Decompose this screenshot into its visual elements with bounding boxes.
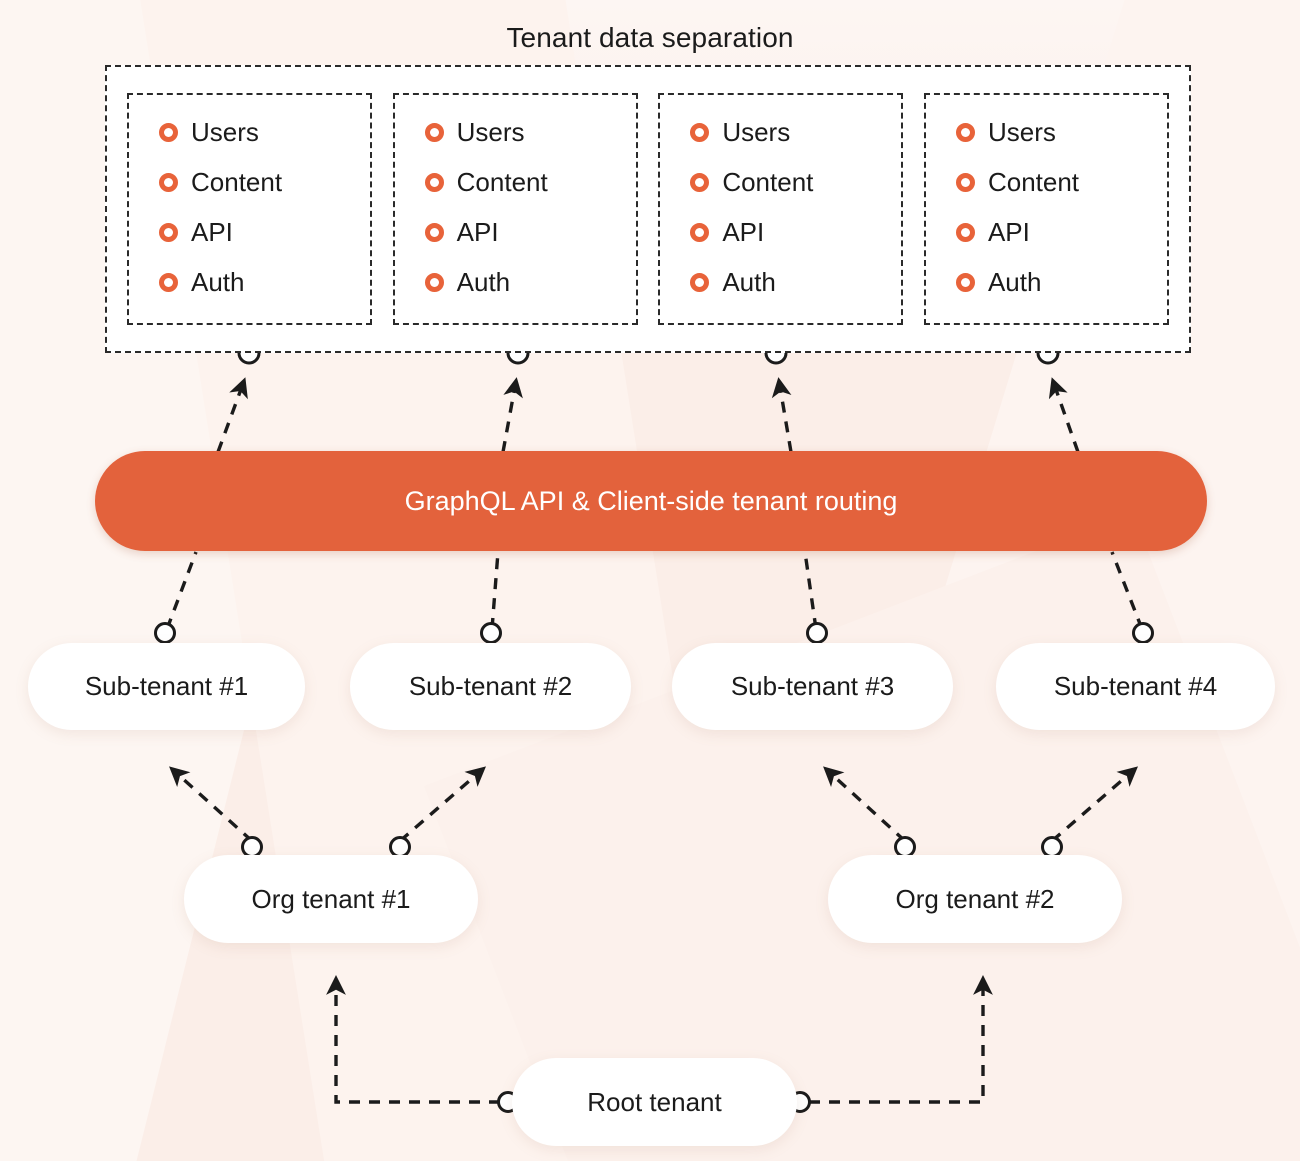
port-org-tenant-1-right	[389, 836, 411, 858]
tenant-panel-2: Users Content API Auth	[392, 93, 638, 325]
node-sub-tenant-2[interactable]: Sub-tenant #2	[350, 643, 631, 730]
edge-api-to-panel-2	[501, 377, 523, 453]
node-label: Org tenant #2	[895, 883, 1055, 914]
panel-item-label: Auth	[722, 267, 776, 297]
page-title: Tenant data separation	[506, 22, 794, 53]
node-label: Sub-tenant #2	[408, 671, 573, 701]
ring-bullet-icon	[955, 172, 975, 192]
edge-sub-4-to-api	[1110, 551, 1144, 630]
panel-item-users: Users	[159, 117, 370, 147]
ring-bullet-icon	[159, 222, 178, 242]
ring-bullet-icon	[690, 172, 710, 192]
panel-item-auth: Auth	[955, 267, 1167, 297]
edge-org-1-to-sub-1	[169, 766, 254, 843]
panel-item-auth: Auth	[424, 267, 636, 297]
panel-item-label: API	[191, 217, 233, 247]
panel-item-label: Users	[456, 117, 525, 147]
panel-item-content: Content	[424, 167, 636, 197]
panel-item-auth: Auth	[159, 267, 370, 297]
node-label: Sub-tenant #4	[1053, 671, 1218, 701]
panel-item-label: Users	[987, 117, 1056, 147]
panel-item-api: API	[955, 217, 1167, 247]
tenant-panel-3: Users Content API Auth	[658, 93, 904, 325]
node-sub-tenant-1[interactable]: Sub-tenant #1	[28, 643, 305, 730]
panel-item-label: API	[456, 217, 499, 247]
panel-item-users: Users	[690, 117, 901, 147]
ring-bullet-icon	[690, 122, 710, 142]
port-sub-tenant-2	[480, 622, 502, 644]
panel-item-label: Auth	[456, 267, 511, 297]
panel-item-content: Content	[690, 167, 901, 197]
panel-item-label: Users	[191, 117, 259, 147]
node-root-tenant[interactable]: Root tenant	[512, 1058, 797, 1146]
panel-item-label: Content	[987, 167, 1080, 197]
ring-bullet-icon	[159, 272, 178, 292]
panel-item-users: Users	[424, 117, 636, 147]
edge-sub-3-to-api	[803, 551, 818, 630]
ring-bullet-icon	[690, 222, 710, 242]
port-sub-tenant-4	[1132, 622, 1154, 644]
panel-item-auth: Auth	[690, 267, 901, 297]
edge-org-2-to-sub-4	[1050, 766, 1138, 843]
ring-bullet-icon	[424, 272, 444, 292]
port-org-tenant-1-left	[241, 836, 263, 858]
edge-root-to-org-2	[809, 975, 993, 1104]
panel-item-api: API	[424, 217, 636, 247]
ring-bullet-icon	[955, 122, 975, 142]
panel-item-label: Content	[456, 167, 548, 197]
ring-bullet-icon	[159, 172, 178, 192]
panel-item-label: API	[987, 217, 1030, 247]
panel-item-label: Auth	[987, 267, 1042, 297]
tenant-panel-1: Users Content API Auth	[127, 93, 372, 325]
panel-item-label: Content	[722, 167, 814, 197]
node-label: Org tenant #1	[251, 883, 411, 914]
ring-bullet-icon	[424, 172, 444, 192]
graphql-api-bar-label: GraphQL API & Client-side tenant routing	[404, 485, 898, 516]
panel-item-content: Content	[159, 167, 370, 197]
node-org-tenant-1[interactable]: Org tenant #1	[184, 855, 478, 943]
panel-item-label: Auth	[191, 267, 245, 297]
node-label: Sub-tenant #1	[84, 671, 249, 701]
tenant-panel-4: Users Content API Auth	[923, 93, 1169, 325]
port-org-tenant-2-left	[894, 836, 916, 858]
ring-bullet-icon	[159, 122, 178, 142]
panel-item-users: Users	[955, 117, 1167, 147]
panel-item-label: Users	[722, 117, 791, 147]
node-sub-tenant-3[interactable]: Sub-tenant #3	[672, 643, 953, 730]
node-org-tenant-2[interactable]: Org tenant #2	[828, 855, 1122, 943]
panel-item-api: API	[690, 217, 901, 247]
edge-org-1-to-sub-2	[398, 766, 486, 843]
node-label: Root tenant	[587, 1086, 722, 1117]
ring-bullet-icon	[955, 222, 975, 242]
edge-sub-1-to-api	[165, 551, 198, 630]
node-label: Sub-tenant #3	[730, 671, 895, 701]
edge-api-to-panel-4	[1048, 377, 1080, 453]
edge-root-to-org-1	[326, 975, 500, 1104]
node-sub-tenant-4[interactable]: Sub-tenant #4	[996, 643, 1275, 730]
panel-item-label: Content	[191, 167, 283, 197]
panel-item-content: Content	[955, 167, 1167, 197]
edge-sub-2-to-api	[490, 551, 500, 630]
port-sub-tenant-3	[806, 622, 828, 644]
ring-bullet-icon	[424, 122, 444, 142]
graphql-api-bar[interactable]: GraphQL API & Client-side tenant routing	[95, 451, 1207, 551]
edge-api-to-panel-3	[771, 377, 793, 453]
port-org-tenant-2-right	[1041, 836, 1063, 858]
edge-api-to-panel-1	[216, 377, 248, 453]
panel-item-label: API	[722, 217, 765, 247]
ring-bullet-icon	[424, 222, 444, 242]
edge-org-2-to-sub-3	[823, 766, 907, 843]
ring-bullet-icon	[955, 272, 975, 292]
port-sub-tenant-1	[154, 622, 176, 644]
tenant-data-separation-boundary: Users Content API Auth Users Conte	[105, 65, 1191, 353]
ring-bullet-icon	[690, 272, 710, 292]
panel-item-api: API	[159, 217, 370, 247]
